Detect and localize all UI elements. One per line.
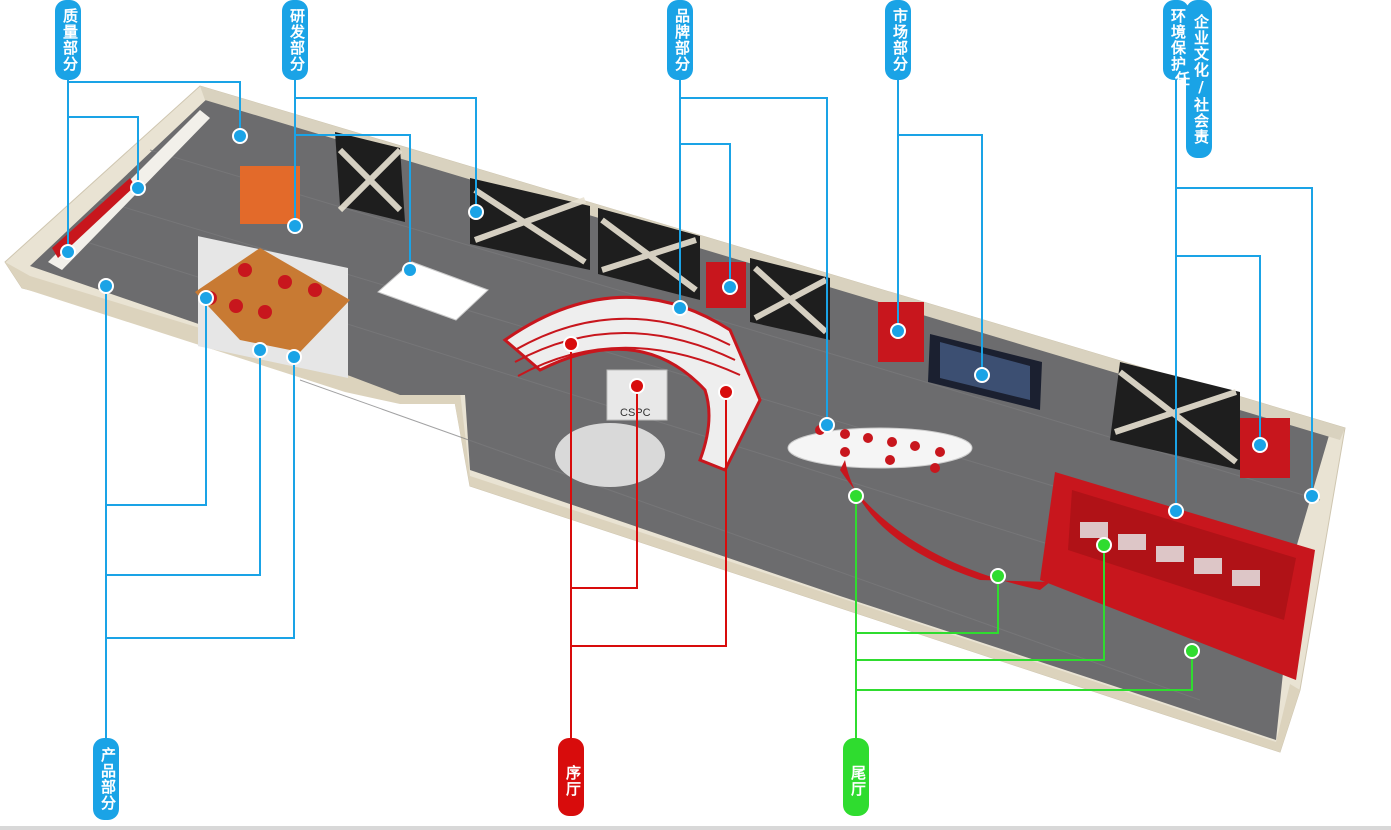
callout-dot bbox=[198, 290, 214, 306]
callout-dot bbox=[563, 336, 579, 352]
desk-logo: CSPC bbox=[620, 407, 651, 419]
bottom-border bbox=[0, 826, 1391, 830]
front-wall-face bbox=[5, 262, 1300, 752]
tail-lines bbox=[855, 496, 1193, 740]
callout-lines bbox=[67, 80, 1313, 740]
callout-dot bbox=[98, 278, 114, 294]
meeting-table bbox=[787, 427, 973, 469]
callout-dot bbox=[130, 180, 146, 196]
callout-dot bbox=[232, 128, 248, 144]
product-floor bbox=[195, 248, 350, 352]
callout-dot bbox=[60, 244, 76, 260]
callout-dot bbox=[848, 488, 864, 504]
callout-dot bbox=[974, 367, 990, 383]
callout-dots bbox=[60, 128, 1320, 659]
product-lines bbox=[105, 286, 295, 740]
callout-dot bbox=[286, 349, 302, 365]
brand-lines bbox=[679, 80, 828, 424]
callout-dot bbox=[629, 378, 645, 394]
label-product: 产品部分 bbox=[93, 738, 119, 820]
callout-dot bbox=[1304, 488, 1320, 504]
quality-panel bbox=[52, 178, 135, 258]
blue-dots bbox=[60, 128, 1320, 519]
callout-dot bbox=[990, 568, 1006, 584]
quality-lines bbox=[67, 80, 241, 250]
back-wall bbox=[200, 86, 1345, 440]
lobby-lines bbox=[570, 344, 727, 740]
tail-curve bbox=[840, 460, 1050, 590]
label-env: 环境保护 bbox=[1163, 0, 1189, 80]
callout-dot bbox=[819, 417, 835, 433]
callout-dot bbox=[1168, 503, 1184, 519]
callout-dot bbox=[722, 279, 738, 295]
rnd-lines bbox=[294, 80, 477, 268]
callout-dot bbox=[468, 204, 484, 220]
label-market: 市场部分 bbox=[885, 0, 911, 80]
env-lines bbox=[1175, 80, 1313, 510]
rnd-screen bbox=[240, 166, 300, 224]
callout-dot bbox=[287, 218, 303, 234]
callout-dot bbox=[890, 323, 906, 339]
callout-dot bbox=[1252, 437, 1268, 453]
label-culture: 企业文化/社会责任 bbox=[1173, 0, 1212, 158]
red-dots bbox=[563, 336, 734, 400]
label-rnd: 研发部分 bbox=[282, 0, 308, 80]
lobby-stripes bbox=[514, 317, 741, 377]
market-lines bbox=[897, 80, 983, 374]
label-lobby: 序厅 bbox=[558, 738, 584, 816]
lattice-bars bbox=[337, 147, 1238, 465]
callout-dot bbox=[1096, 537, 1112, 553]
green-dots bbox=[848, 488, 1200, 659]
label-tail: 尾厅 bbox=[843, 738, 869, 816]
callout-dot bbox=[402, 262, 418, 278]
meeting-chairs bbox=[815, 425, 945, 473]
callout-dot bbox=[1184, 643, 1200, 659]
label-quality: 质量部分 bbox=[55, 0, 81, 80]
tail-photos bbox=[1080, 522, 1260, 586]
callout-dot bbox=[672, 300, 688, 316]
callout-dot bbox=[718, 384, 734, 400]
callout-dot bbox=[252, 342, 268, 358]
label-brand: 品牌部分 bbox=[667, 0, 693, 80]
